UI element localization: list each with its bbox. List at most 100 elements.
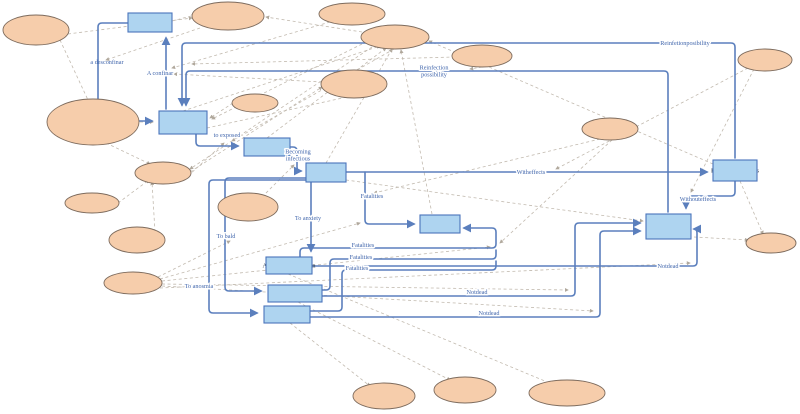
influence-arrow	[206, 93, 357, 129]
variable-cases-to-confinement[interactable]	[320, 69, 388, 99]
variable-immunity-time[interactable]	[451, 44, 513, 68]
flow-pipe	[289, 146, 303, 176]
stock-rect-confinais[interactable]	[127, 12, 173, 33]
variable-new-cases[interactable]	[134, 161, 192, 185]
influence-arrow	[187, 142, 225, 177]
influence-arrow	[159, 221, 361, 280]
variable-effectstime[interactable]	[737, 48, 793, 72]
flow-pipe	[311, 224, 702, 267]
label-notdead-2: Notdead	[467, 289, 489, 296]
label-fatalities-2: Fatalities	[352, 242, 375, 249]
stock-confinais[interactable]	[127, 12, 173, 33]
variable-hairloss-percentage[interactable]	[433, 376, 497, 404]
influence-arrow	[373, 138, 601, 195]
stock-rect-susceptible[interactable]	[158, 110, 208, 135]
influence-arrow	[189, 86, 323, 173]
variable-ellipse-hairloss-percentage[interactable]	[433, 376, 497, 404]
variable-total-population[interactable]	[360, 24, 430, 50]
flow-pipe	[181, 70, 669, 213]
variable-percent-deconfined[interactable]	[2, 14, 70, 46]
variable-anosmia-percentage[interactable]	[352, 382, 416, 410]
variable-ellipse-cases-to-confinement[interactable]	[320, 69, 388, 99]
variable-initiation[interactable]	[231, 93, 279, 113]
label-a-desconfinar: a desconfinar	[90, 59, 123, 66]
variable-probability-meeting[interactable]	[46, 98, 140, 146]
influence-arrow	[261, 164, 295, 198]
stock-rect-infective[interactable]	[305, 162, 347, 183]
variable-ellipse-recovery[interactable]	[745, 232, 797, 254]
stock-recoverynoteffects[interactable]	[712, 159, 758, 182]
variable-ellipse-incubation-period[interactable]	[217, 192, 279, 222]
influence-arrow	[739, 180, 764, 235]
flow-pipe	[321, 218, 642, 297]
flow-pipe	[309, 226, 642, 318]
variable-anxietyordepression-percentage[interactable]	[528, 379, 606, 407]
flow-pipe	[299, 223, 497, 258]
flow-pipe	[681, 180, 736, 210]
stock-rect-exposed[interactable]	[243, 137, 291, 157]
label-to-bald: To bald	[217, 233, 237, 240]
flow-pipe	[309, 260, 497, 312]
variable-ellipse-days-infected[interactable]	[103, 271, 163, 295]
variable-ellipse-new-cases[interactable]	[134, 161, 192, 185]
influence-arrow	[105, 142, 151, 165]
variable-ellipse-initiation[interactable]	[231, 93, 279, 113]
variable-ellipse-anxietyordepression-percentage[interactable]	[528, 379, 606, 407]
stock-anxietyordepression[interactable]	[265, 256, 313, 275]
variable-ellipse-fatality-rate[interactable]	[581, 117, 639, 141]
influence-arrow	[693, 236, 749, 242]
influence-arrow	[289, 322, 371, 387]
label-reinfetionposibility: Reinfetionposibility	[660, 40, 710, 47]
stock-rect-recoveredwitheffects[interactable]	[645, 213, 692, 240]
variable-fatality-rate[interactable]	[581, 117, 639, 141]
variable-ellipse-percent-deconfined[interactable]	[2, 14, 70, 46]
label-a-confinar: A confinar	[147, 70, 173, 77]
influence-arrow	[266, 47, 387, 139]
variable-ellipse-infectivity[interactable]	[64, 192, 120, 214]
variable-recovery[interactable]	[745, 232, 797, 254]
variable-ellipse-limite-para-desconfinar[interactable]	[191, 1, 265, 31]
flow-pipe	[364, 171, 416, 229]
variable-ellipse-percentconfinat[interactable]	[318, 2, 386, 26]
influence-arrow	[499, 139, 613, 244]
label-to-anosmia: To anosmia	[185, 283, 214, 290]
influence-arrow	[159, 261, 691, 289]
stock-exposed[interactable]	[243, 137, 291, 157]
stock-rect-recoverynoteffects[interactable]	[712, 159, 758, 182]
variable-percentconfinat[interactable]	[318, 2, 386, 26]
influence-arrow	[191, 56, 456, 66]
influence-arrow	[287, 273, 553, 385]
label-notdead-1: Notdead	[658, 263, 680, 270]
variable-ellipse-probability-meeting[interactable]	[46, 98, 140, 146]
stock-death[interactable]	[419, 214, 461, 234]
influence-arrow	[161, 245, 491, 282]
stock-rect-hairloss[interactable]	[267, 284, 323, 303]
label-witheffects: Witheffects	[517, 169, 546, 176]
variable-incubation-period[interactable]	[217, 192, 279, 222]
variable-infectivity[interactable]	[64, 192, 120, 214]
label-fatalities-3: Fatalities	[350, 254, 373, 261]
variable-ellipse-contacts-per-day[interactable]	[108, 226, 166, 254]
variable-ellipse-total-population[interactable]	[360, 24, 430, 50]
stock-susceptible[interactable]	[158, 110, 208, 135]
variable-contacts-per-day[interactable]	[108, 226, 166, 254]
stock-hairloss[interactable]	[267, 284, 323, 303]
stock-recoveredwitheffects[interactable]	[645, 213, 692, 240]
variable-days-infected[interactable]	[103, 271, 163, 295]
flow-pipe	[208, 179, 307, 318]
influence-arrow	[555, 67, 749, 170]
stock-anosmia[interactable]	[263, 305, 311, 324]
variable-ellipse-effectstime[interactable]	[737, 48, 793, 72]
influence-arrow	[189, 46, 373, 170]
flow-pipe	[321, 249, 497, 291]
label-fatalities-1: Fatalities	[361, 193, 384, 200]
stock-rect-anosmia[interactable]	[263, 305, 311, 324]
variable-limite-para-desconfinar[interactable]	[191, 1, 265, 31]
stock-infective[interactable]	[305, 162, 347, 183]
variable-ellipse-immunity-time[interactable]	[451, 44, 513, 68]
variable-ellipse-anosmia-percentage[interactable]	[352, 382, 416, 410]
stock-rect-death[interactable]	[419, 214, 461, 234]
stock-rect-anxietyordepression[interactable]	[265, 256, 313, 275]
label-notdead-3: Notdead	[479, 310, 501, 317]
